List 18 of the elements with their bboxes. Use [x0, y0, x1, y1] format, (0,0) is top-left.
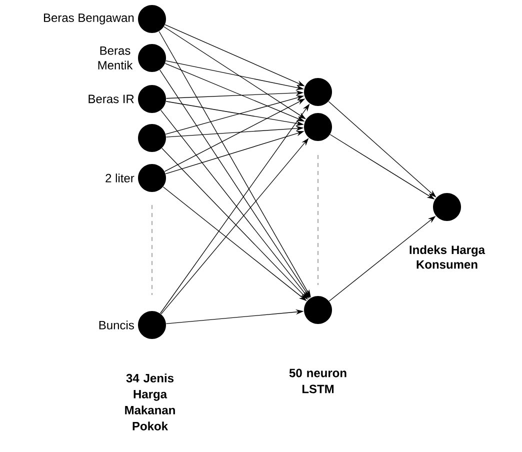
node-label: Beras IR: [88, 94, 134, 104]
neuron-circle: [304, 78, 332, 106]
neuron-circle: [304, 113, 332, 141]
node-label: Buncis: [99, 320, 134, 330]
node-label: Beras Mentik: [98, 46, 133, 70]
layer-label: 34 Jenis Harga Makanan Pokok: [125, 374, 175, 430]
neuron-circle: [138, 164, 166, 192]
neuron-circle: [304, 296, 332, 324]
layer-label: 50 neuron LSTM: [289, 368, 346, 394]
neuron-circle: [138, 44, 166, 72]
node-label: Indeks Harga Konsumen: [410, 245, 486, 269]
neuron-circle: [138, 124, 166, 152]
node-label: 2 liter: [106, 174, 134, 182]
neuron-circle: [433, 193, 461, 221]
neuron-circle: [138, 5, 166, 33]
node-label: Beras Bengawan: [44, 14, 134, 24]
neuron-circle: [138, 311, 166, 339]
neuron-circle: [138, 85, 166, 113]
